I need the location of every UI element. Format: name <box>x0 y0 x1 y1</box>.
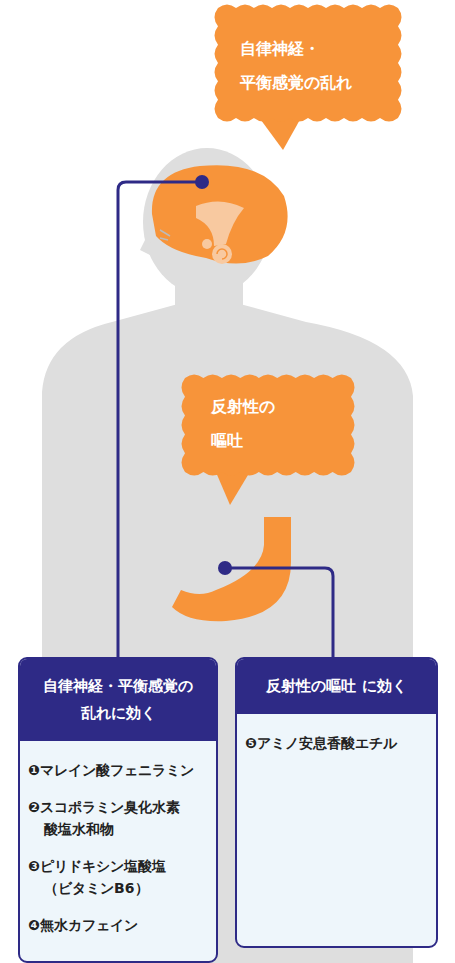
ear-spiral <box>217 249 227 259</box>
bubble-shape <box>182 375 355 476</box>
effect-panel: 反射性の嘔吐 に効く ❺アミノ安息香酸エチル <box>235 657 438 948</box>
nose <box>140 230 152 256</box>
inner-ear <box>212 244 232 264</box>
speech-bubble: 反射性の 嘔吐 <box>185 378 351 472</box>
bubble-text: 反射性の 嘔吐 <box>211 390 293 458</box>
panel-body: ❺アミノ安息香酸エチル <box>237 714 436 779</box>
ingredient-item: ❸ピリドキシン塩酸塩 （ビタミンB6） <box>28 855 208 899</box>
eye-mark <box>160 230 170 240</box>
ingredient-item: ❺アミノ安息香酸エチル <box>245 732 428 754</box>
leader-dot <box>195 175 209 189</box>
brain-shape <box>152 165 288 263</box>
leader-dot <box>218 561 232 575</box>
speech-bubble: 自律神経・ 平衡感覚の乱れ <box>218 8 398 118</box>
leader-line <box>225 568 333 657</box>
panel-body: ❶マレイン酸フェニラミン ❷スコポラミン臭化水素 酸塩水和物 ❸ピリドキシン塩酸塩 … <box>20 741 216 961</box>
effect-panel: 自律神経・平衡感覚の 乱れに効く ❶マレイン酸フェニラミン ❷スコポラミン臭化水素 … <box>18 657 218 963</box>
ingredient-item: ❷スコポラミン臭化水素 酸塩水和物 <box>28 796 208 840</box>
ear-canal <box>202 239 212 249</box>
ingredient-item: ❹無水カフェイン <box>28 914 208 936</box>
bubble-shape <box>215 5 402 122</box>
brain <box>152 165 288 264</box>
bubble-text: 自律神経・ 平衡感覚の乱れ <box>240 32 372 100</box>
bubble-outline <box>185 378 351 472</box>
ingredient-item: ❶マレイン酸フェニラミン <box>28 759 208 781</box>
panel-heading: 反射性の嘔吐 に効く <box>237 659 436 714</box>
brain-stem <box>196 201 244 246</box>
panel-heading: 自律神経・平衡感覚の 乱れに効く <box>20 659 216 741</box>
bubble-outline <box>218 8 398 118</box>
